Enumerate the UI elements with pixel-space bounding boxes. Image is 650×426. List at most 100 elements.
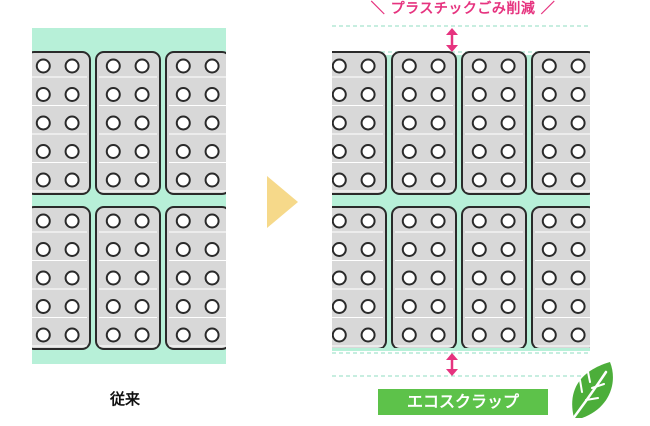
tablet-pocket [430,87,446,102]
tablet-pocket [175,327,191,343]
tablet-pocket [105,270,121,286]
tablet-pocket [332,242,347,257]
leaf-icon [570,362,613,422]
tablet-pocket [360,327,376,343]
tablet-pocket [105,213,121,229]
label-eco-scrap: エコスクラップ [378,389,548,415]
tablet-pocket [401,58,417,74]
tablet-pocket [204,144,220,159]
tablet-pocket [35,172,51,188]
tablet-pocket [500,213,516,229]
tablet-pocket [204,58,220,74]
tablet-pocket [570,87,586,102]
tablet-pocket [500,242,516,257]
tablet-pocket [332,58,347,74]
tablet-pocket [500,87,516,102]
tablet-pocket [204,172,220,188]
double-headed-vertical-arrow [446,28,458,52]
tablet-pocket [471,327,487,343]
tablet-pocket [105,87,121,102]
tablet-pocket [175,58,191,74]
tablet-pocket [134,213,150,229]
tablet-pocket [134,242,150,257]
tablet-pocket [175,172,191,188]
tablet-pocket [105,172,121,188]
tablet-pocket [570,299,586,314]
tablet-pocket [105,115,121,131]
tablet-pocket [471,270,487,286]
tablet-pocket [541,87,557,102]
tablet-pocket [471,115,487,131]
tablet-pocket [64,299,80,314]
tablet-pocket [570,242,586,257]
tablet-pocket [430,58,446,74]
tablet-pocket [175,144,191,159]
headline-plastic-reduction: ＼ プラスチックごみ削減 ／ [370,1,556,17]
tablet-pocket [570,58,586,74]
tablet-pocket [35,144,51,159]
tablet-pocket [500,270,516,286]
tablet-pocket [471,58,487,74]
tablet-pocket [105,144,121,159]
tablet-pocket [175,87,191,102]
tablet-pocket [134,172,150,188]
tablet-pocket [134,299,150,314]
tablet-pocket [204,327,220,343]
tablet-pocket [471,172,487,188]
tablet-pocket [541,213,557,229]
tablet-sheet [95,51,161,195]
tablet-pocket [204,299,220,314]
tablet-pocket [401,242,417,257]
double-headed-vertical-arrow [446,353,458,376]
tablet-pocket [360,299,376,314]
tablet-pocket [401,327,417,343]
tablet-sheet [165,51,226,195]
tablet-pocket [471,242,487,257]
tablet-pocket [541,144,557,159]
tablet-pocket [430,270,446,286]
tablet-pocket [35,299,51,314]
tablet-pocket [360,270,376,286]
tablet-pocket [430,213,446,229]
tablet-pocket [500,172,516,188]
tablet-pocket [134,144,150,159]
tablet-pocket [35,58,51,74]
tablet-sheet [391,206,457,348]
tablet-pocket [64,327,80,343]
tablet-pocket [175,115,191,131]
tablet-pocket [570,144,586,159]
tablet-pocket [541,58,557,74]
tablet-pocket [64,144,80,159]
tablet-pocket [541,299,557,314]
tablet-pocket [64,58,80,74]
tablet-pocket [401,87,417,102]
tablet-pocket [332,172,347,188]
tablet-sheet [531,51,590,195]
right-triangle-arrow [267,176,298,228]
tablet-pocket [430,242,446,257]
tablet-pocket [430,115,446,131]
tablet-sheet [32,206,91,350]
tablet-pocket [175,242,191,257]
tablet-pocket [471,144,487,159]
tablet-sheet [461,206,527,348]
tablet-pocket [64,172,80,188]
tablet-pocket [105,299,121,314]
tablet-pocket [360,87,376,102]
tablet-sheet [531,206,590,348]
tablet-pocket [332,144,347,159]
tablet-pocket [541,242,557,257]
tablet-pocket [471,213,487,229]
tablet-pocket [134,327,150,343]
tablet-sheet [332,206,387,348]
tablet-sheet [391,51,457,195]
tablet-pocket [401,172,417,188]
tablet-pocket [105,58,121,74]
tablet-pocket [360,172,376,188]
tablet-pocket [134,115,150,131]
tablet-pocket [430,327,446,343]
tablet-pocket [430,144,446,159]
tablet-pocket [35,327,51,343]
tablet-pocket [35,115,51,131]
tablet-pocket [570,213,586,229]
